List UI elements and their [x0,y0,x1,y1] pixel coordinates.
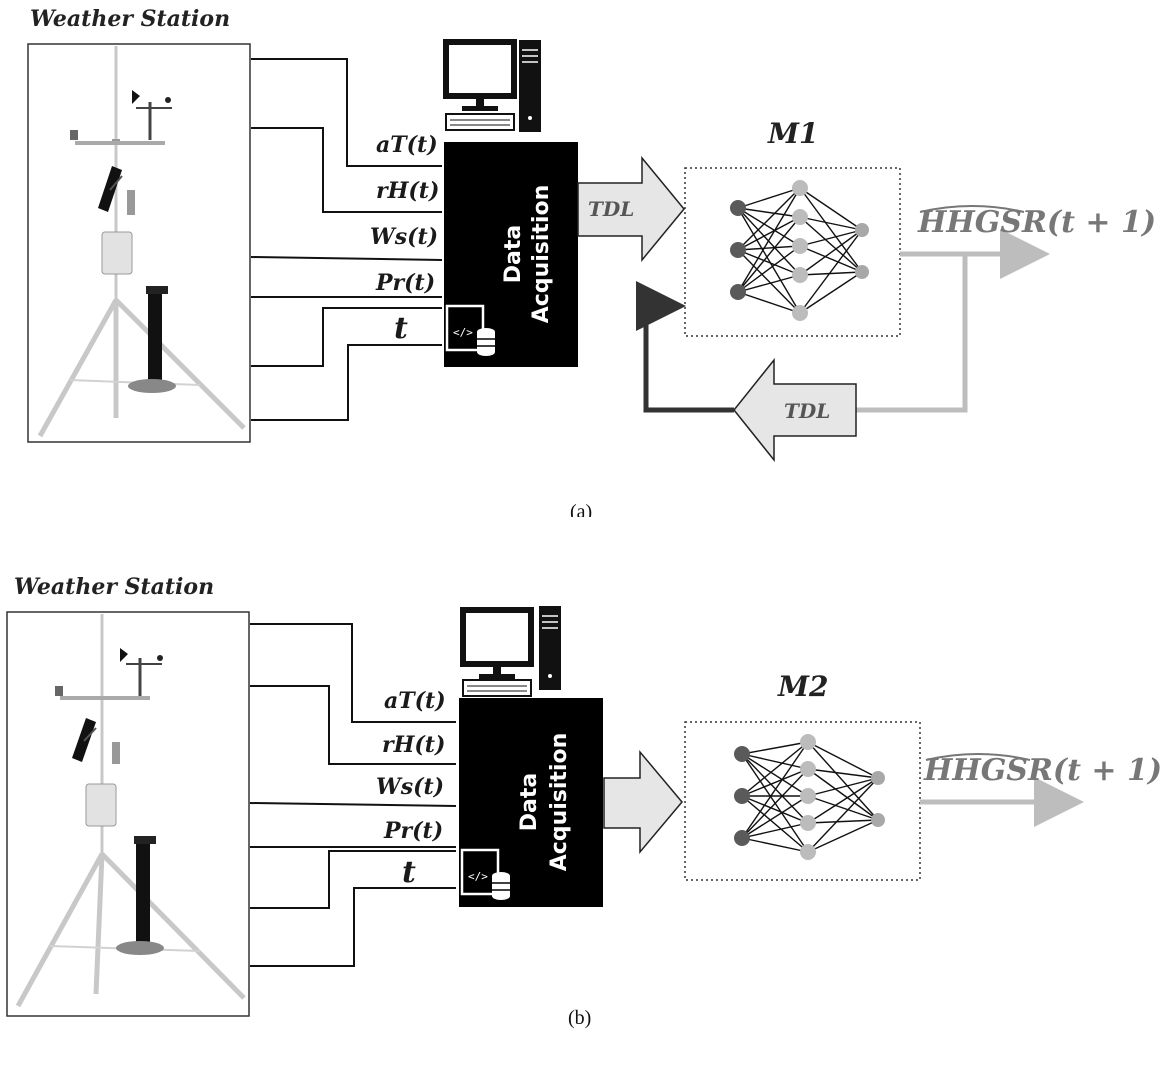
daq-label-data: Data [501,225,526,283]
daq-label-acquisition: Acquisition [547,733,572,872]
signal-label-aT: aT(t) [376,132,438,158]
panel-b-svg: Weather Station [0,566,1167,1033]
signal-label-Ws: Ws(t) [370,224,438,250]
desktop-computer-icon [463,606,561,696]
signal-label-Pr: Pr(t) [375,270,435,296]
panel-a: Weather Station [0,0,1167,517]
signal-label-Pr: Pr(t) [383,818,443,844]
daq-label-data: Data [517,773,542,831]
signal-label-rH: rH(t) [382,732,445,758]
signal-label-rH: rH(t) [376,178,439,204]
feedback-line [856,254,965,410]
weather-station-illustration [7,612,249,1016]
weather-station-illustration [28,44,250,442]
forward-arrow [604,752,682,852]
tdl-forward-label: TDL [588,197,634,221]
neural-network-icon [734,734,885,860]
panel-a-svg: Weather Station [0,0,1167,517]
output-label: HHGSR(t + 1) [917,205,1156,240]
model-label: M1 [767,117,818,150]
output-label: HHGSR(t + 1) [923,753,1162,788]
caption: (b) [568,1007,591,1029]
panel-b: Weather Station [0,566,1167,1083]
signal-label-Ws: Ws(t) [376,774,444,800]
tdl-feedback-label: TDL [784,399,830,423]
signal-label-t: t [394,311,408,346]
station-title: Weather Station [30,6,230,32]
neural-network-icon [730,180,869,321]
signal-label-t: t [402,855,416,890]
svg-text:</>: </> [453,326,473,339]
daq-label-acquisition: Acquisition [529,185,554,324]
caption: (a) [570,501,592,517]
svg-text:</>: </> [468,870,488,883]
model-label: M2 [777,670,828,703]
desktop-computer-icon [446,40,541,132]
feedback-return-line [646,306,734,410]
signal-label-aT: aT(t) [384,688,446,714]
station-title: Weather Station [14,574,214,600]
